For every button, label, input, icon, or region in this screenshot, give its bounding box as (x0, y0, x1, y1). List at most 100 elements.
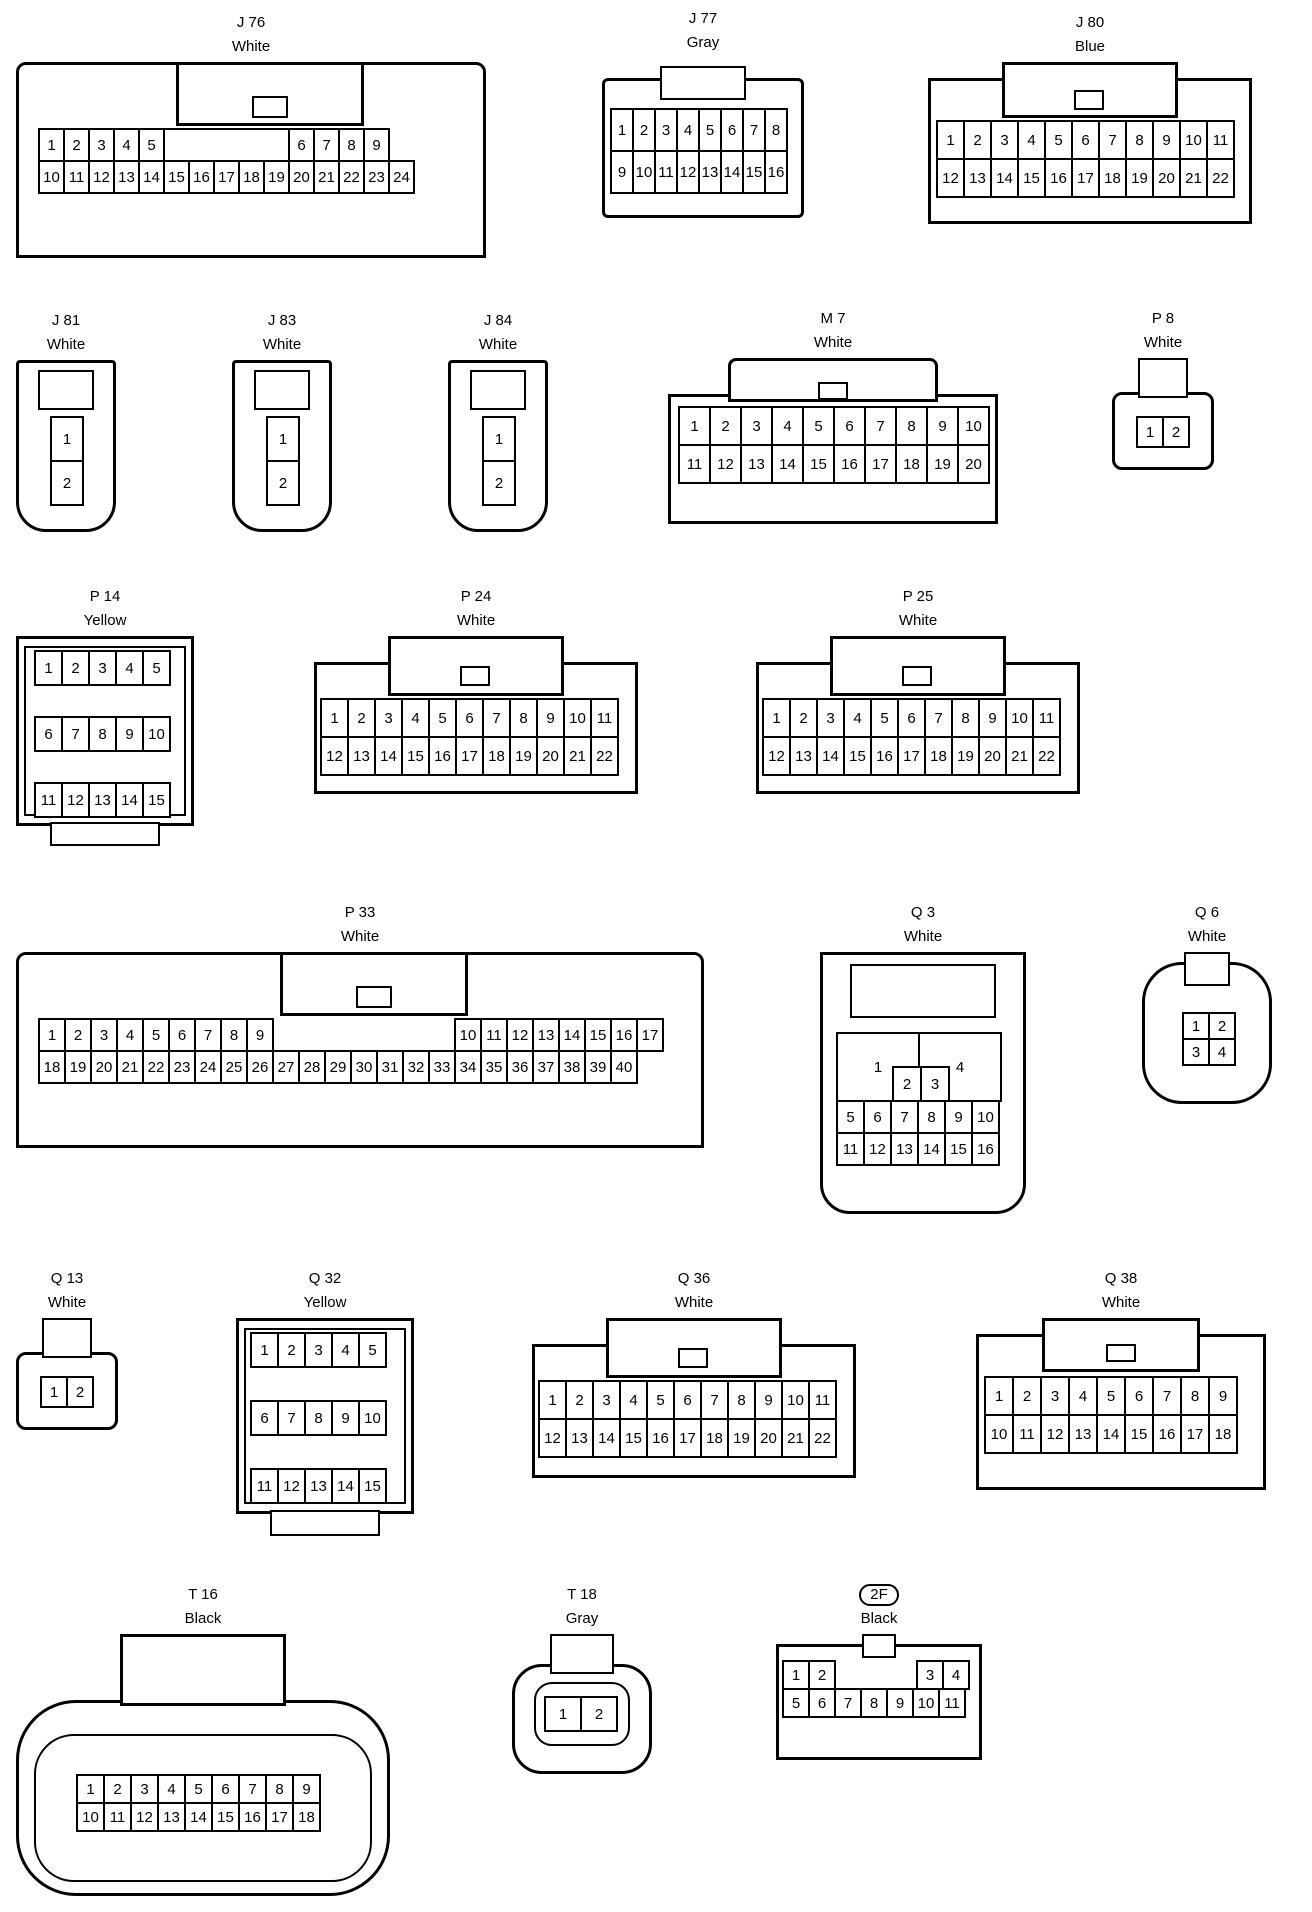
pin-cavity: 5 (782, 1688, 810, 1718)
pin-cavity: 13 (963, 158, 992, 198)
pin-cavity: 6 (168, 1018, 196, 1052)
pin-cavity: 12 (676, 150, 700, 194)
pin-cavity: 21 (1179, 158, 1208, 198)
connector-latch-tab (818, 382, 848, 400)
pin-cavity: 2 (482, 460, 516, 506)
pin-cavity: 11 (250, 1468, 279, 1504)
pin-cavity: 1 (50, 416, 84, 462)
pin-cavity: 2 (1210, 1014, 1236, 1040)
pin-cavity: 4 (676, 108, 700, 152)
pin-cavity: 9 (944, 1100, 973, 1134)
pin-cavity: 17 (636, 1018, 664, 1052)
pin-cavity: 7 (194, 1018, 222, 1052)
connector-latch-tab (1106, 1344, 1136, 1362)
pin-cavity: 1 (538, 1380, 567, 1420)
pin-cavity: 2 (1162, 416, 1190, 448)
pin-cavity: 3 (90, 1018, 118, 1052)
connector-latch-tab (902, 666, 932, 686)
pin-cavity: 7 (313, 128, 340, 162)
pin-cavity: 27 (272, 1050, 300, 1084)
pin-cavity: 20 (536, 736, 565, 776)
pin-cavity: 4 (843, 698, 872, 738)
connector-name: P 24 (460, 588, 492, 605)
pin-cavity: 21 (1005, 736, 1034, 776)
pin-cavity: 10 (632, 150, 656, 194)
pin-cavity: 9 (1208, 1376, 1238, 1416)
pin-cavity: 19 (951, 736, 980, 776)
pin-cavity: 26 (246, 1050, 274, 1084)
pin-cavity: 8 (338, 128, 365, 162)
connector-latch (830, 636, 1006, 696)
pin-cavity: 1 (482, 416, 516, 462)
pin-cavity: 21 (313, 160, 340, 194)
pin-cavity: 9 (246, 1018, 274, 1052)
pin-cavity: 12 (320, 736, 349, 776)
connector-color: Black (860, 1610, 898, 1627)
pin-cavity: 9 (536, 698, 565, 738)
pin-cavity: 7 (482, 698, 511, 738)
pin-cavity: 2 (64, 1018, 92, 1052)
pin-cavity: 1 (984, 1376, 1014, 1416)
pin-cavity: 2 (565, 1380, 594, 1420)
pin-cavity: 34 (454, 1050, 482, 1084)
pin-cavity: 3 (1040, 1376, 1070, 1416)
pin-cavity: 1 (320, 698, 349, 738)
pin-cavity: 1 (76, 1774, 105, 1804)
pin-cavity: 15 (358, 1468, 387, 1504)
pin-cavity: 7 (890, 1100, 919, 1134)
pin-cavity: 2 (963, 120, 992, 160)
connector-badge: 2F (859, 1584, 899, 1606)
pin-cavity: 33 (428, 1050, 456, 1084)
pin-cavity: 3 (88, 650, 117, 686)
pin-cavity: 18 (1098, 158, 1127, 198)
pin-cavity: 5 (1044, 120, 1073, 160)
pin-cavity: 14 (771, 444, 804, 484)
pin-cavity: 10 (563, 698, 592, 738)
pin-cavity: 18 (38, 1050, 66, 1084)
pin-cavity: 13 (789, 736, 818, 776)
pin-cavity: 8 (1180, 1376, 1210, 1416)
pin-cavity: 14 (138, 160, 165, 194)
pin-cavity: 15 (1017, 158, 1046, 198)
connector-name: J 80 (1075, 14, 1105, 31)
pin-cavity: 15 (742, 150, 766, 194)
connector-latch (270, 1510, 380, 1536)
pin-cavity: 9 (331, 1400, 360, 1436)
pin-cavity: 18 (700, 1418, 729, 1458)
pin-cavity: 1 (782, 1660, 810, 1690)
pin-cavity: 18 (895, 444, 928, 484)
pin-cavity: 4 (116, 1018, 144, 1052)
connector-color: White (903, 928, 943, 945)
pin-cavity: 20 (957, 444, 990, 484)
connector-latch (388, 636, 564, 696)
pin-cavity: 1 (1136, 416, 1164, 448)
connector-name: Q 13 (50, 1270, 84, 1287)
pin-cavity: 1 (40, 1376, 68, 1408)
connector-color: White (813, 334, 853, 351)
pin-cavity: 18 (292, 1802, 321, 1832)
pin-cavity: 3 (916, 1660, 944, 1690)
pin-cavity: 17 (265, 1802, 294, 1832)
pin-cavity: 19 (727, 1418, 756, 1458)
pin-cavity: 4 (331, 1332, 360, 1368)
pin-cavity-empty (188, 128, 215, 162)
pin-cavity: 18 (238, 160, 265, 194)
pin-cavity: 1 (38, 128, 65, 162)
pin-cavity: 10 (38, 160, 65, 194)
pin-cavity: 1 (34, 650, 63, 686)
pin-cavity: 22 (808, 1418, 837, 1458)
